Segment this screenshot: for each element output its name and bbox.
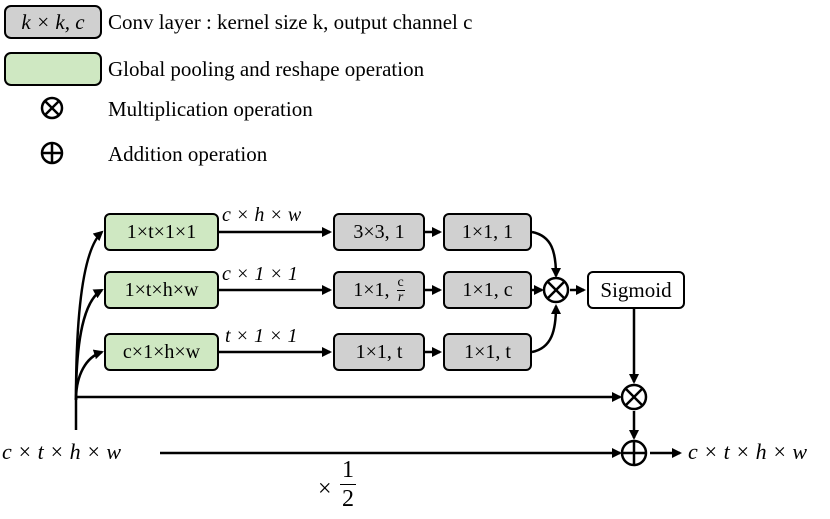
- sigmoid-box-text: Sigmoid: [600, 277, 672, 302]
- legend-multiply-description: Multiplication operation: [108, 97, 313, 121]
- legend-conv-description: Conv layer : kernel size k, output chann…: [108, 10, 473, 34]
- conv-box-mid-2: 1×1, c: [443, 271, 532, 309]
- scale-fraction: 1 2: [340, 458, 356, 511]
- conv-box-top-1-text: 3×3, 1: [353, 220, 405, 243]
- edge-label-mid: c × 1 × 1: [222, 263, 298, 285]
- conv-box-top-1: 3×3, 1: [333, 213, 425, 251]
- pool-box-bot-text: c×1×h×w: [122, 340, 201, 363]
- add-icon-output: [620, 439, 648, 467]
- pool-box-mid-text: 1×t×h×w: [124, 278, 199, 301]
- legend-pool-box: [4, 52, 102, 86]
- conv-box-bot-2: 1×1, t: [443, 333, 532, 371]
- pool-box-bot: c×1×h×w: [104, 333, 219, 371]
- legend-conv-box-text: k × k, c: [21, 9, 85, 34]
- conv-box-top-2-text: 1×1, 1: [461, 220, 514, 243]
- arrow-to-mid-pool: [74, 288, 104, 401]
- legend-pool-description: Global pooling and reshape operation: [108, 57, 425, 81]
- arrow-to-bot-pool: [74, 349, 104, 401]
- legend-multiply-icon: [40, 96, 64, 120]
- scale-numerator: 1: [340, 457, 356, 485]
- legend-add-icon: [40, 141, 64, 165]
- edge-label-bot: t × 1 × 1: [225, 325, 298, 347]
- input-label: c × t × h × w: [2, 439, 122, 464]
- conv-box-mid-1: 1×1, c r: [333, 271, 425, 309]
- pool-box-mid: 1×t×h×w: [104, 271, 219, 309]
- fraction-denominator: r: [397, 289, 404, 305]
- scale-denominator: 2: [342, 486, 354, 512]
- scale-prefix: ×: [318, 476, 332, 502]
- pool-box-top: 1×t×1×1: [104, 213, 219, 251]
- pool-box-top-text: 1×t×1×1: [126, 220, 197, 243]
- output-label: c × t × h × w: [688, 439, 808, 464]
- conv-box-mid-2-text: 1×1, c: [462, 278, 513, 301]
- arrow-top-to-mult: [531, 230, 561, 278]
- multiply-icon-skip: [620, 383, 648, 411]
- arrow-bot-to-mult: [531, 304, 561, 354]
- fraction-numerator: c: [396, 274, 405, 291]
- legend-conv-box: k × k, c: [4, 5, 102, 39]
- conv-box-bot-1: 1×1, t: [333, 333, 425, 371]
- edge-label-top: c × h × w: [222, 204, 302, 226]
- conv-box-mid-1-fraction: c r: [396, 274, 405, 305]
- conv-box-top-2: 1×1, 1: [443, 213, 532, 251]
- conv-box-bot-1-text: 1×1, t: [355, 340, 403, 363]
- multiply-icon-branches: [542, 276, 570, 304]
- conv-box-bot-2-text: 1×1, t: [464, 340, 511, 363]
- conv-box-mid-1-text: 1×1,: [353, 278, 395, 301]
- legend-add-description: Addition operation: [108, 142, 268, 166]
- sigmoid-box: Sigmoid: [587, 271, 685, 309]
